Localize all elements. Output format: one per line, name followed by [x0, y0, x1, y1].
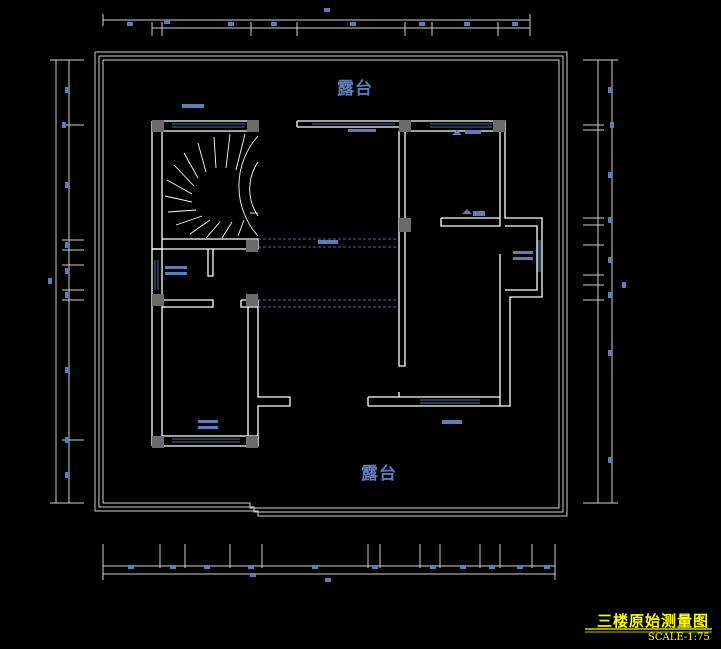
height-tags — [165, 104, 533, 429]
right-dimension-chain — [583, 59, 618, 504]
beam-lines — [258, 238, 399, 308]
spiral-staircase — [164, 133, 259, 239]
drawing-title: 三楼原始测量图 — [597, 612, 710, 630]
columns — [152, 120, 505, 448]
terrace-label-bottom: 露台 — [361, 464, 397, 484]
top-dimension-chain — [102, 14, 531, 36]
left-dimension-chain — [50, 59, 84, 504]
windows — [154, 123, 541, 443]
drawing-scale: SCALE-1:75 — [648, 632, 710, 643]
terrace-label-top: 露台 — [337, 79, 373, 99]
terrace-outline — [94, 51, 568, 517]
dimension-value-markers — [48, 8, 626, 582]
bottom-dimension-chain — [102, 544, 556, 580]
